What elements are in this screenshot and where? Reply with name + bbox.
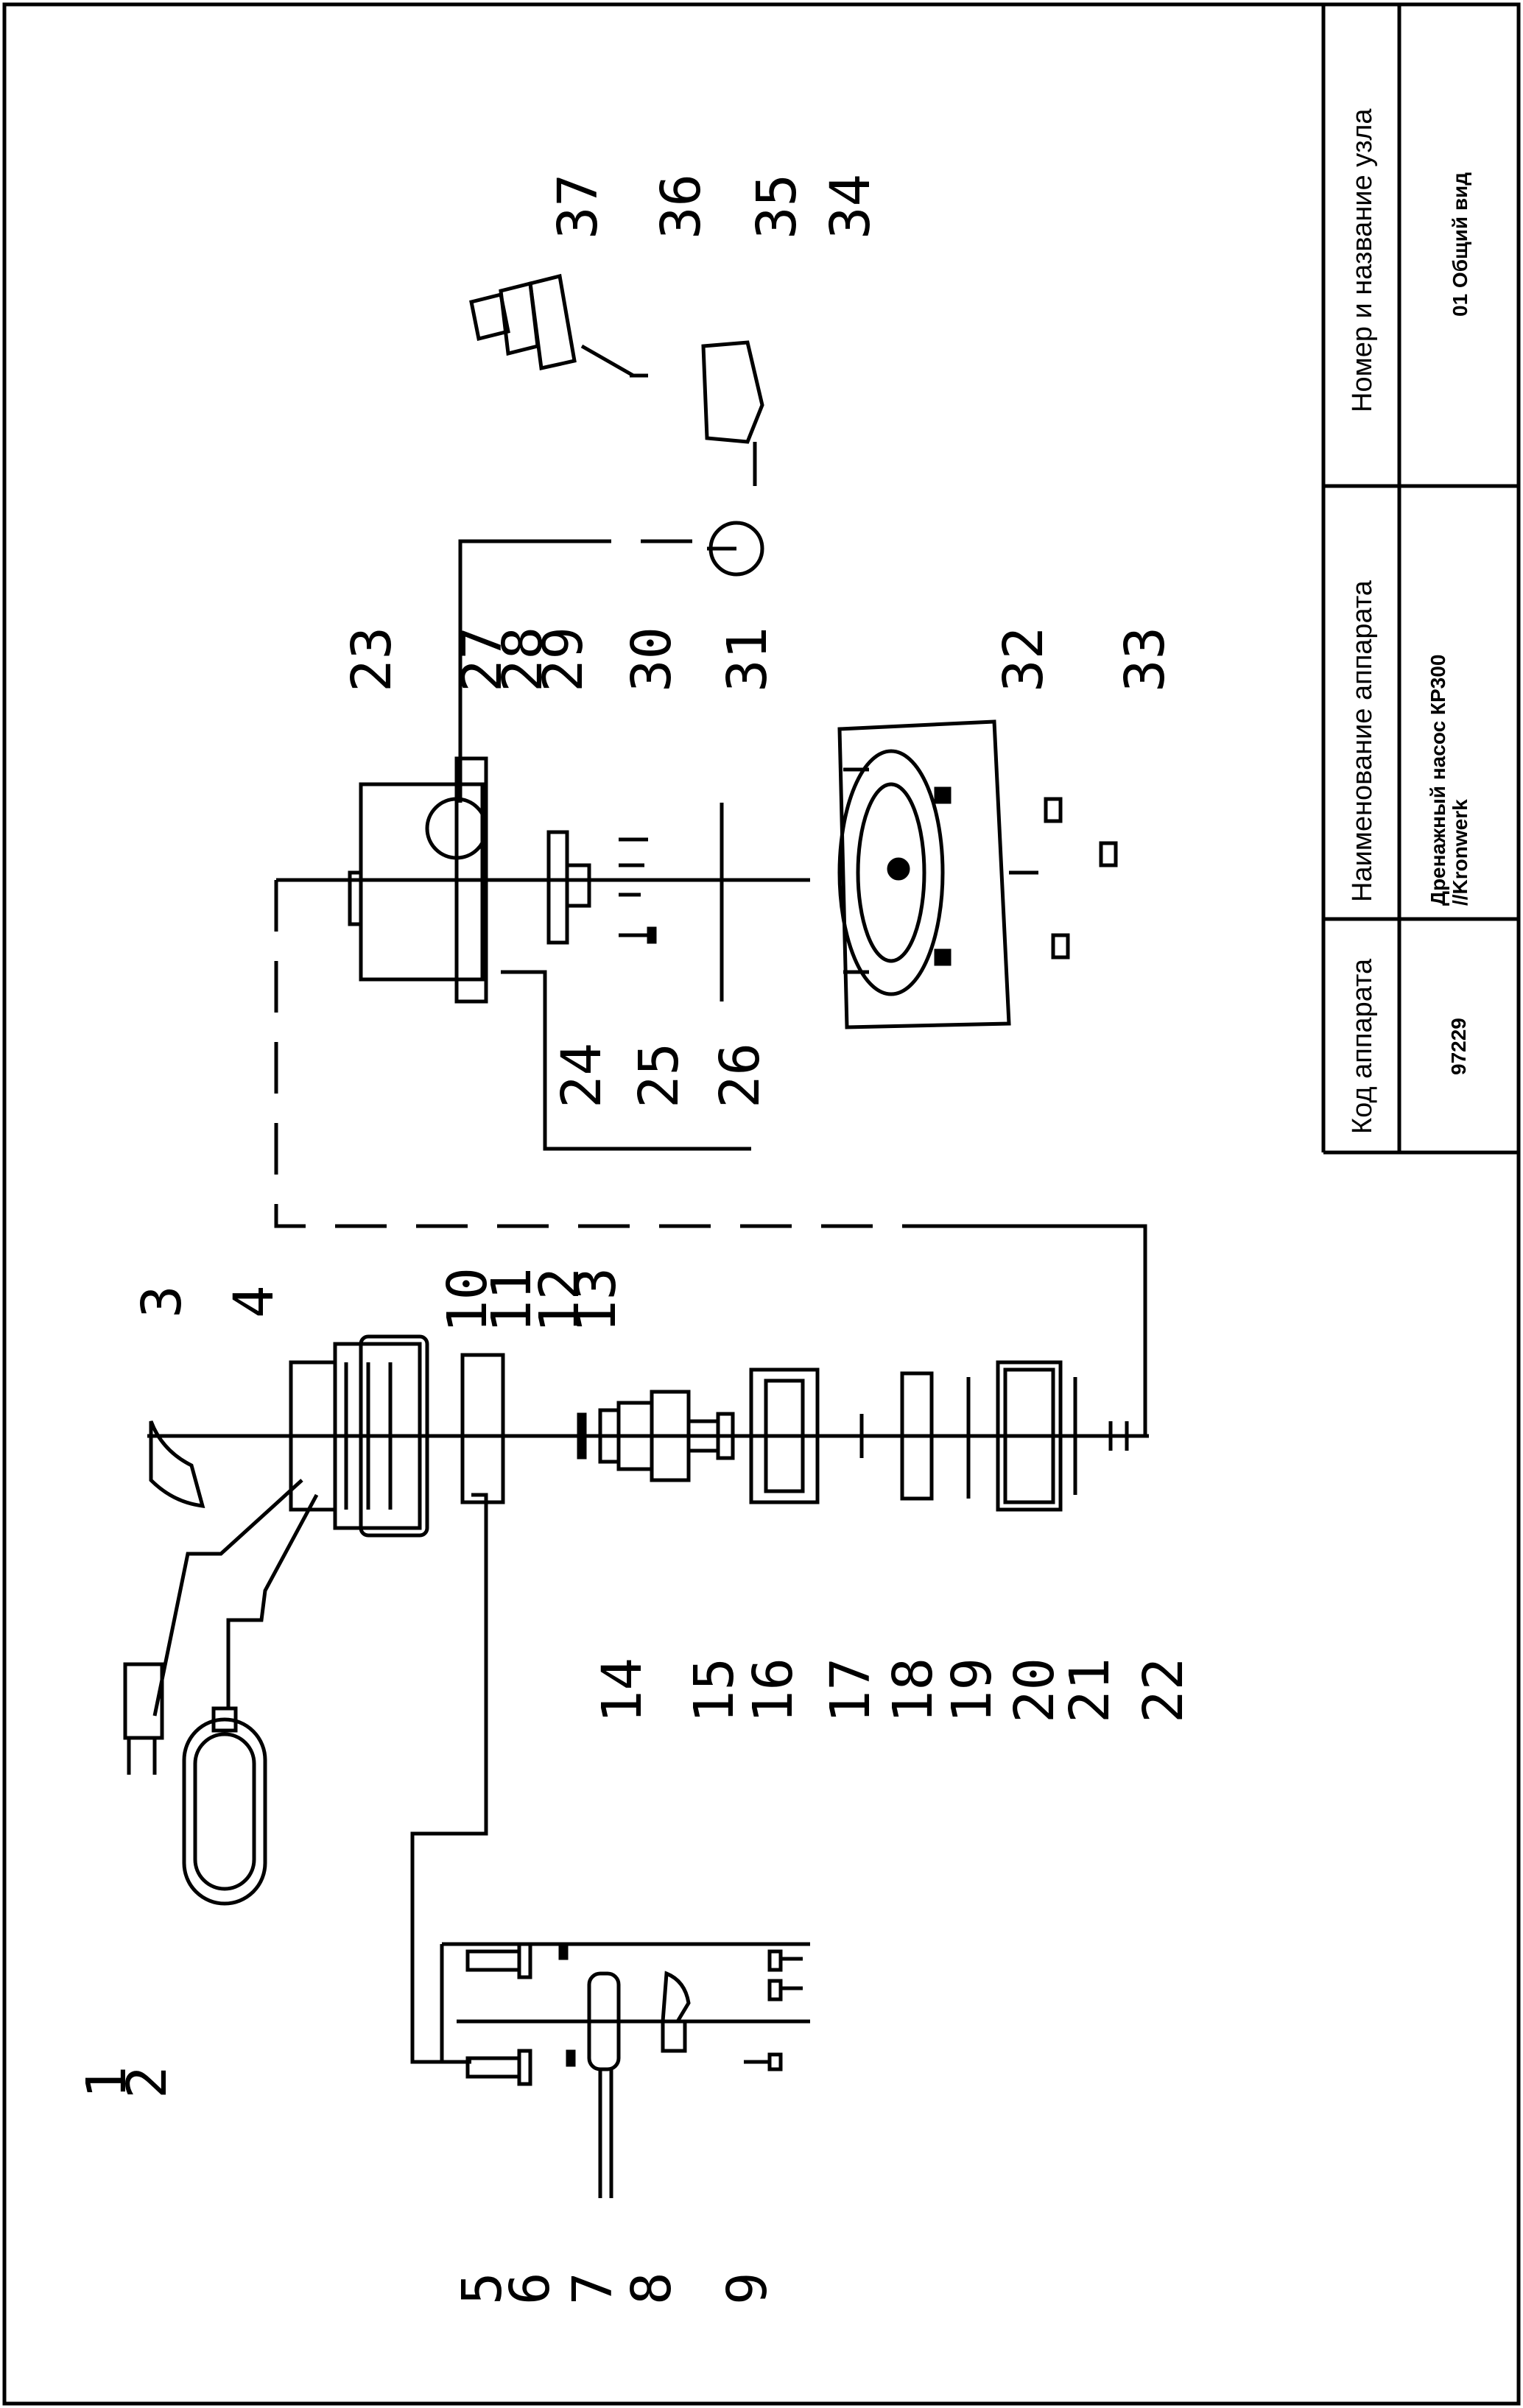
callout-21: 21 <box>1058 1658 1122 1723</box>
node-header: Номер и название узла <box>1347 108 1378 412</box>
base-strainer <box>837 719 1011 1029</box>
title-block: Код аппарата 97229 Наименование аппарата… <box>1321 4 1519 1155</box>
callout-6: 6 <box>499 2272 562 2305</box>
callout-22: 22 <box>1132 1658 1195 1723</box>
callout-26: 26 <box>708 1043 772 1108</box>
callout-13: 13 <box>565 1267 628 1333</box>
washer-12 <box>577 1412 587 1460</box>
screws-30 <box>619 837 657 944</box>
callout-28: 28 <box>491 627 555 692</box>
foot-33b <box>1099 841 1118 867</box>
callout-24: 24 <box>550 1043 613 1108</box>
impeller <box>546 830 591 945</box>
callout-5: 5 <box>451 2272 514 2305</box>
callout-17: 17 <box>819 1658 882 1723</box>
top-cap <box>289 1334 429 1538</box>
stator <box>749 1367 820 1504</box>
name-header: Наименование аппарата <box>1347 580 1378 902</box>
callout-37: 37 <box>546 174 610 239</box>
callout-18: 18 <box>882 1658 945 1723</box>
callout-23: 23 <box>340 627 404 692</box>
callout-11: 11 <box>480 1267 544 1333</box>
callout-labels: 1 2 3 4 5 6 7 8 9 10 11 12 13 14 15 16 1… <box>75 174 1195 2305</box>
callout-30: 30 <box>620 627 683 692</box>
plate-18 <box>900 1371 934 1501</box>
outlet-elbow <box>701 340 764 486</box>
name-value-line2: //Kronwerk <box>1449 799 1471 906</box>
power-plug <box>123 1662 164 1775</box>
callout-2: 2 <box>116 2066 179 2099</box>
callout-33: 33 <box>1114 627 1177 692</box>
node-value: 01 Общий вид <box>1449 172 1471 317</box>
callout-12: 12 <box>528 1267 591 1333</box>
foot-33a <box>1044 797 1063 823</box>
callout-3: 3 <box>130 1285 194 1318</box>
float-switch <box>182 1706 267 1906</box>
rotor <box>616 1390 720 1482</box>
callout-16: 16 <box>742 1658 805 1723</box>
code-header: Код аппарата <box>1347 958 1378 1134</box>
name-value-line1: Дренажный насос КР300 <box>1427 655 1449 906</box>
seal-10 <box>460 1353 505 1504</box>
callout-9: 9 <box>716 2272 779 2305</box>
callout-10: 10 <box>436 1267 499 1333</box>
callout-7: 7 <box>561 2272 625 2305</box>
assembly-lines <box>147 539 1149 2064</box>
callout-20: 20 <box>1003 1658 1066 1723</box>
callout-36: 36 <box>650 174 713 239</box>
callout-8: 8 <box>620 2272 683 2305</box>
callout-4: 4 <box>222 1285 286 1318</box>
callout-34: 34 <box>819 174 882 239</box>
code-value: 97229 <box>1447 1018 1470 1075</box>
callout-35: 35 <box>745 174 809 239</box>
bearing-15 <box>716 1412 735 1460</box>
callout-32: 32 <box>992 627 1055 692</box>
callout-14: 14 <box>591 1658 654 1723</box>
parts <box>123 273 1129 2198</box>
callout-1: 1 <box>75 2066 138 2099</box>
hose-adapter <box>469 273 635 378</box>
foot-33c <box>1051 933 1070 960</box>
pump-housing <box>348 756 488 1004</box>
callout-25: 25 <box>627 1043 691 1108</box>
motor-cover-20 <box>996 1360 1063 1512</box>
callout-31: 31 <box>716 627 779 692</box>
terminal-group <box>465 1942 803 2198</box>
callout-15: 15 <box>683 1658 746 1723</box>
callout-29: 29 <box>532 627 595 692</box>
callout-19: 19 <box>940 1658 1004 1723</box>
callout-27: 27 <box>451 627 514 692</box>
handle <box>149 1420 205 1508</box>
